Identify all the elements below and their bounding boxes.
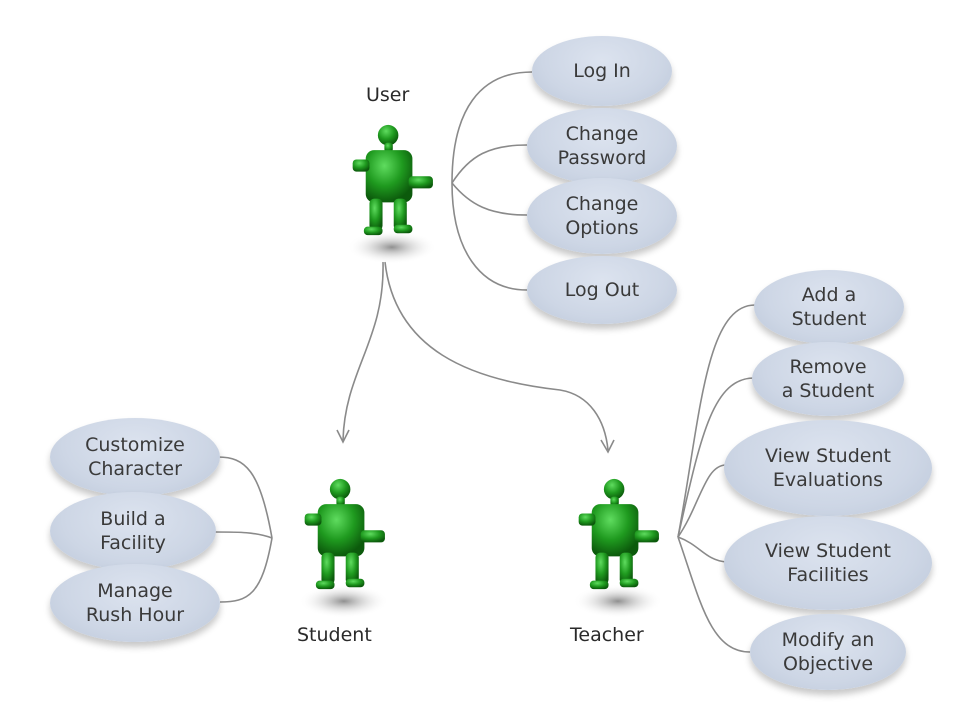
- user-actor-icon: [347, 124, 437, 264]
- connector-view-facilities: [677, 536, 727, 563]
- use-case-label: Modify an Objective: [781, 629, 875, 675]
- inheritance-arrows: [336, 261, 615, 454]
- use-case-label: View Student Evaluations: [765, 445, 891, 491]
- use-case-change-password: Change Password: [527, 108, 677, 184]
- use-case-label: Log Out: [564, 279, 640, 301]
- connector-change-password: [451, 144, 528, 184]
- use-case-log-in: Log In: [532, 36, 672, 106]
- use-case-manage-rush-hour: Manage Rush Hour: [50, 564, 220, 642]
- connector-modify-objective: [677, 536, 751, 653]
- use-case-label: View Student Facilities: [765, 540, 891, 586]
- connector-build: [214, 531, 273, 539]
- user-actor-label: User: [366, 84, 410, 106]
- connector-view-evaluations: [677, 464, 727, 538]
- student-connectors: [214, 456, 273, 603]
- use-case-remove-student: Remove a Student: [752, 342, 904, 416]
- connector-remove-student: [677, 377, 755, 538]
- use-case-label: Add a Student: [791, 284, 867, 330]
- use-case-log-out: Log Out: [527, 256, 677, 324]
- use-case-customize-character: Customize Character: [50, 418, 220, 496]
- student-actor-icon: [299, 478, 389, 618]
- connector-rush-hour: [219, 537, 273, 603]
- arrow-user-to-student: [342, 261, 384, 441]
- use-case-label: Remove a Student: [781, 356, 875, 402]
- connector-logout: [451, 182, 528, 291]
- use-case-change-options: Change Options: [527, 178, 677, 254]
- use-case-label: Change Options: [565, 193, 639, 239]
- use-case-label: Customize Character: [85, 434, 185, 480]
- teacher-actor-label: Teacher: [570, 624, 644, 646]
- use-case-label: Manage Rush Hour: [85, 580, 185, 626]
- connector-login: [451, 71, 533, 184]
- use-case-build-facility: Build a Facility: [50, 492, 216, 570]
- use-case-view-student-evaluations: View Student Evaluations: [724, 420, 932, 516]
- connector-change-options: [451, 182, 528, 216]
- use-case-label: Change Password: [557, 123, 647, 169]
- use-case-label: Build a Facility: [100, 508, 166, 554]
- use-case-modify-objective: Modify an Objective: [750, 614, 906, 690]
- arrowhead-student: [336, 429, 350, 444]
- teacher-actor-icon: [573, 478, 663, 618]
- teacher-connectors: [677, 304, 756, 653]
- use-case-label: Log In: [573, 60, 631, 82]
- connector-customize: [217, 456, 273, 539]
- use-case-view-student-facilities: View Student Facilities: [724, 516, 932, 610]
- arrowhead-teacher: [600, 439, 615, 454]
- user-connectors: [451, 71, 533, 291]
- connector-add-student: [677, 304, 756, 538]
- student-actor-label: Student: [297, 624, 372, 646]
- use-case-add-student: Add a Student: [754, 270, 904, 344]
- arrow-user-to-teacher: [384, 261, 609, 451]
